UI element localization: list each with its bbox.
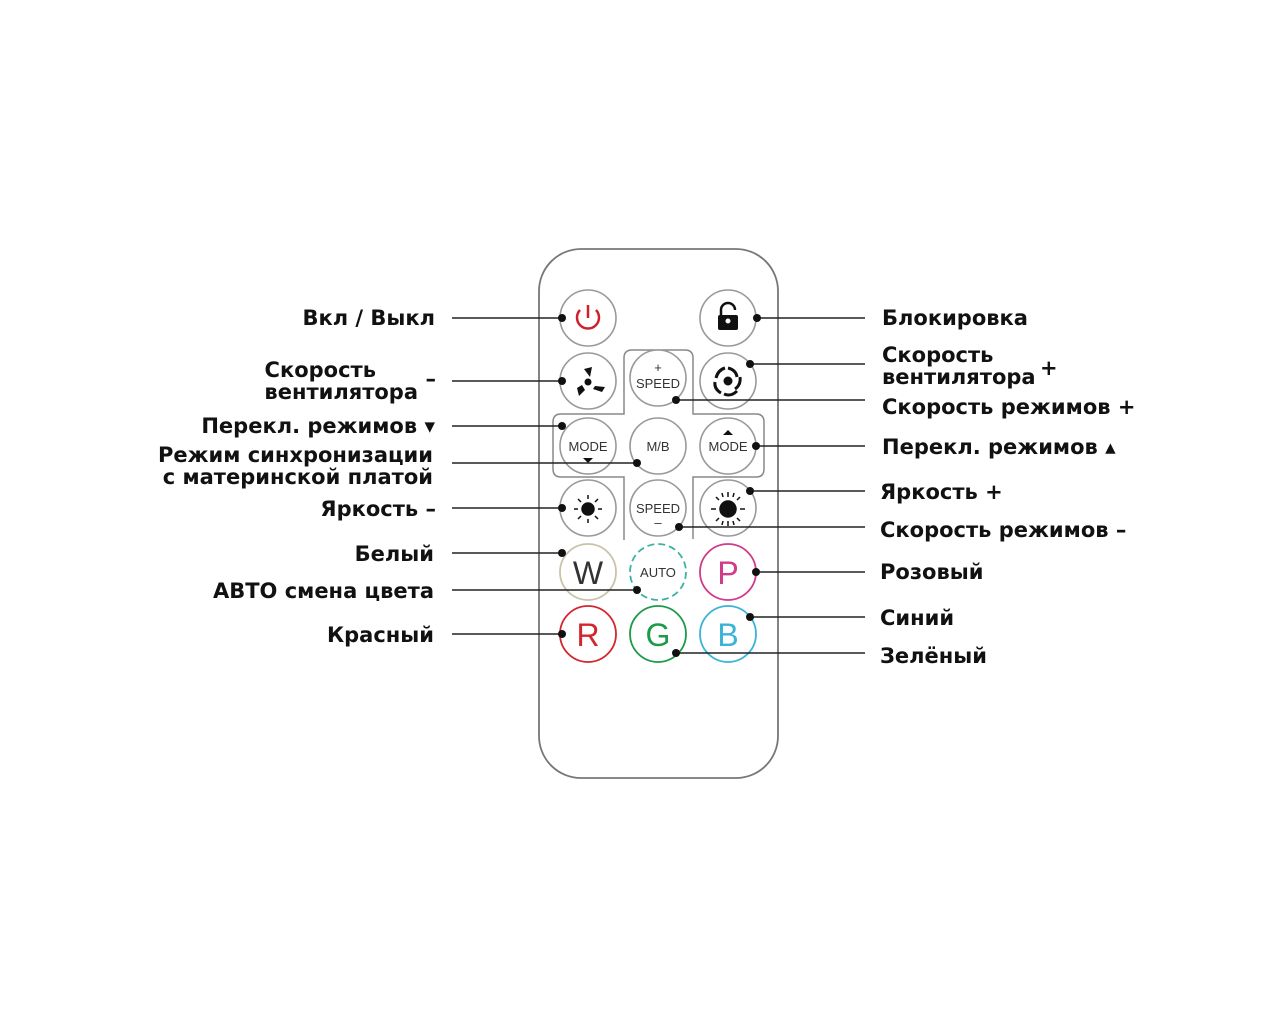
g-letter: G — [646, 617, 671, 653]
label-sync-line1: Режим синхронизации — [158, 443, 433, 467]
label-auto: АВТО смена цвета — [213, 579, 434, 603]
sun-small-icon — [574, 495, 602, 523]
label-brightness-plus: Яркость + — [880, 480, 1003, 504]
mode-text: MODE — [569, 439, 608, 454]
b-letter: B — [717, 617, 738, 653]
label-green: Зелёный — [880, 644, 987, 668]
label-red: Красный — [327, 623, 434, 647]
green-button[interactable]: G — [629, 605, 687, 663]
label-mode-down: Перекл. режимов ▾ — [201, 414, 435, 438]
label-sync-line2: с материнской платой — [163, 465, 433, 489]
sun-large-icon — [711, 492, 745, 526]
label-speed-plus: Скорость режимов + — [882, 395, 1135, 419]
dpad-outline — [552, 349, 765, 540]
auto-button[interactable]: AUTO — [629, 543, 687, 601]
mb-sync-button[interactable]: M/B — [629, 417, 687, 475]
mode-down-button[interactable]: MODE — [559, 417, 617, 475]
triangle-up-icon — [723, 430, 733, 435]
speed-minus-button[interactable]: SPEED – — [629, 479, 687, 537]
label-speed-minus: Скорость режимов – — [880, 518, 1126, 542]
label-fan-minus-line2: вентилятора — [264, 380, 418, 404]
turbine-fan-icon — [713, 366, 742, 397]
label-fan-minus-line1: Скорость — [265, 358, 376, 382]
label-fan-minus-sign: – — [426, 367, 437, 391]
speed-text: SPEED — [636, 376, 680, 391]
label-white: Белый — [355, 542, 434, 566]
p-letter: P — [717, 555, 738, 591]
lock-button[interactable] — [699, 289, 757, 347]
lock-icon — [718, 301, 738, 330]
label-fan-plus-line2: вентилятора — [882, 365, 1036, 389]
label-mode-up: Перекл. режимов ▴ — [882, 435, 1116, 459]
fan-speed-minus-button[interactable] — [559, 352, 617, 410]
speed-text: SPEED — [636, 501, 680, 516]
label-fan-plus-line1: Скорость — [882, 343, 993, 367]
label-pink: Розовый — [880, 560, 983, 584]
power-button[interactable] — [559, 289, 617, 347]
fan-speed-plus-button[interactable] — [699, 352, 757, 410]
label-power: Вкл / Выкл — [302, 306, 435, 330]
triangle-down-icon — [583, 458, 593, 463]
brightness-minus-button[interactable] — [559, 479, 617, 537]
w-letter: W — [573, 555, 604, 591]
blue-button[interactable]: B — [699, 605, 757, 663]
red-button[interactable]: R — [559, 605, 617, 663]
r-letter: R — [576, 617, 599, 653]
mode-text: MODE — [709, 439, 748, 454]
brightness-plus-button[interactable] — [699, 479, 757, 537]
white-button[interactable]: W — [559, 543, 617, 601]
fan-icon — [577, 367, 605, 396]
label-blue: Синий — [880, 606, 954, 630]
auto-text: AUTO — [640, 565, 676, 580]
mode-up-button[interactable]: MODE — [699, 417, 757, 475]
label-brightness-minus: Яркость – — [320, 497, 436, 521]
label-fan-plus-sign: + — [1040, 356, 1058, 380]
leader-lines — [452, 314, 865, 657]
minus-sign: – — [654, 515, 662, 530]
power-icon — [575, 305, 601, 330]
plus-sign: + — [654, 360, 662, 375]
pink-button[interactable]: P — [699, 543, 757, 601]
mb-text: M/B — [646, 439, 669, 454]
speed-plus-button[interactable]: + SPEED — [629, 349, 687, 407]
label-lock: Блокировка — [882, 306, 1028, 330]
